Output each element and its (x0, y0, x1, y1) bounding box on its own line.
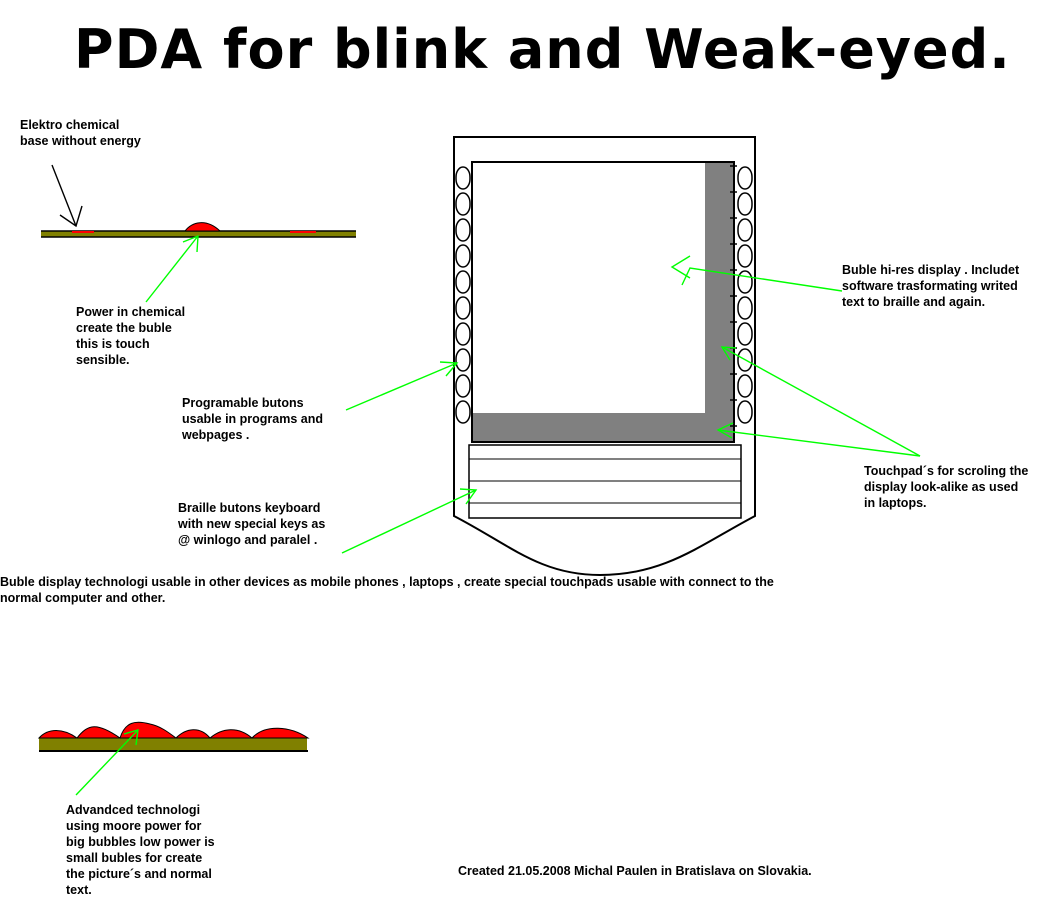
arrow-to-bubble (145, 234, 199, 303)
left-programmable-button[interactable] (455, 192, 471, 216)
right-programmable-button[interactable] (737, 192, 753, 216)
horizontal-touchpad (473, 413, 733, 441)
left-programmable-button[interactable] (455, 322, 471, 346)
right-programmable-buttons (737, 166, 753, 424)
right-programmable-button[interactable] (737, 244, 753, 268)
label-credit: Created 21.05.2008 Michal Paulen in Brat… (458, 864, 812, 878)
arrow-to-multi-bubble (75, 729, 139, 796)
right-programmable-button[interactable] (737, 400, 753, 424)
page-title: PDA for blink and Weak-eyed. (74, 18, 1011, 81)
left-programmable-button[interactable] (455, 166, 471, 190)
left-programmable-button[interactable] (455, 374, 471, 398)
left-programmable-button[interactable] (455, 348, 471, 372)
label-advanced-tech: Advandced technologi using moore power f… (66, 803, 215, 897)
label-touchpads: Touchpad´s for scroling the display look… (864, 464, 1029, 510)
label-elektro-base: Elektro chemical base without energy (20, 118, 141, 148)
left-programmable-button[interactable] (455, 400, 471, 424)
multi-bubble-layer (37, 721, 310, 752)
vertical-touchpad (705, 163, 733, 413)
single-bubble-layer (41, 222, 356, 238)
left-programmable-button[interactable] (455, 244, 471, 268)
label-other-devices: Buble display technologi usable in other… (0, 575, 774, 605)
arrow-to-base-layer (51, 164, 83, 228)
arrow-to-buttons (345, 361, 459, 411)
right-programmable-button[interactable] (737, 374, 753, 398)
left-programmable-button[interactable] (455, 218, 471, 242)
label-programable-buttons: Programable butons usable in programs an… (182, 396, 324, 442)
right-programmable-button[interactable] (737, 166, 753, 190)
right-programmable-button[interactable] (737, 296, 753, 320)
label-hires-display: Buble hi-res display . Includet software… (842, 263, 1020, 309)
label-power-bubble: Power in chemical create the buble this … (76, 305, 186, 367)
left-programmable-button[interactable] (455, 270, 471, 294)
label-braille-keyboard: Braille butons keyboard with new special… (178, 501, 326, 547)
pda-device (453, 136, 756, 577)
bubble-display (471, 161, 735, 443)
arrow-to-keyboard (341, 488, 478, 554)
left-programmable-buttons (455, 166, 471, 424)
arrows-to-touchpads (716, 346, 921, 457)
left-programmable-button[interactable] (455, 296, 471, 320)
right-programmable-button[interactable] (737, 270, 753, 294)
right-programmable-button[interactable] (737, 218, 753, 242)
arrow-to-display (670, 255, 843, 292)
right-programmable-button[interactable] (737, 322, 753, 346)
pointer-lines (51, 164, 921, 796)
